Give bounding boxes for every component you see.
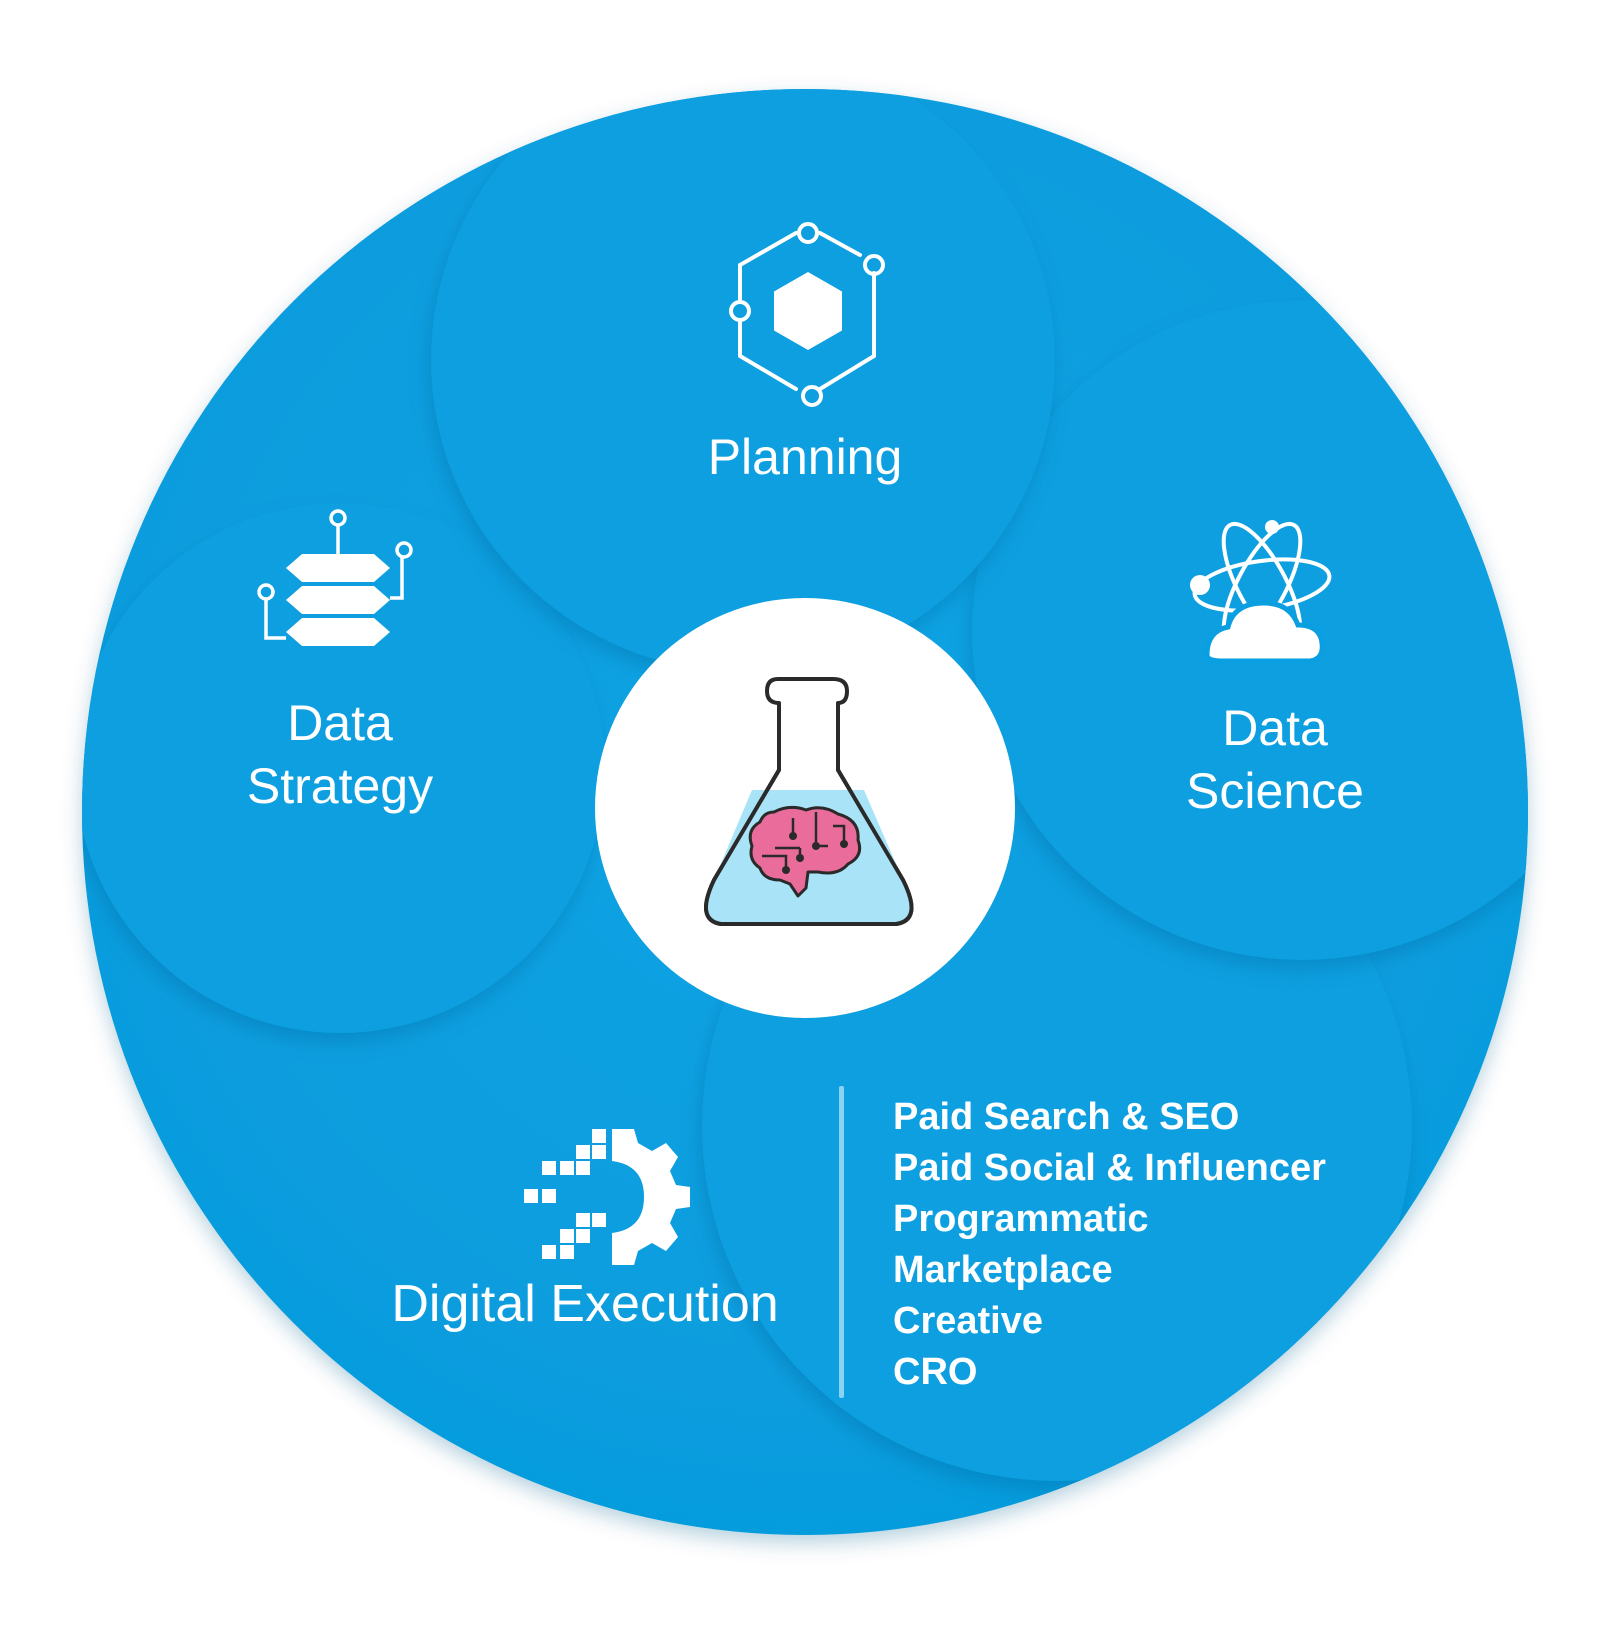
service-item-paid-social-influencer: Paid Social & Influencer xyxy=(893,1147,1326,1189)
data-science-label: Data Science xyxy=(1186,700,1364,819)
service-item-paid-search-seo: Paid Search & SEO xyxy=(893,1096,1240,1138)
atom-cloud-icon xyxy=(1190,520,1332,664)
service-item-cro: CRO xyxy=(893,1351,978,1393)
digital-execution-label: Digital Execution xyxy=(391,1275,779,1333)
service-item-marketplace: Marketplace xyxy=(893,1249,1113,1291)
service-item-creative: Creative xyxy=(893,1300,1043,1342)
services-list: Paid Search & SEO Paid Social & Influenc… xyxy=(893,1092,1453,1398)
services-divider xyxy=(839,1086,844,1398)
pixel-gear-icon xyxy=(524,1129,690,1265)
lobe-data-strategy xyxy=(82,503,605,1033)
service-item-programmatic: Programmatic xyxy=(893,1198,1149,1240)
planning-label: Planning xyxy=(707,429,903,485)
database-stack-icon xyxy=(257,509,413,646)
brain-icon xyxy=(748,805,862,898)
hexagon-network-icon xyxy=(729,222,885,407)
data-strategy-label: Data Strategy xyxy=(246,695,434,814)
flask-brain-icon xyxy=(704,677,914,926)
